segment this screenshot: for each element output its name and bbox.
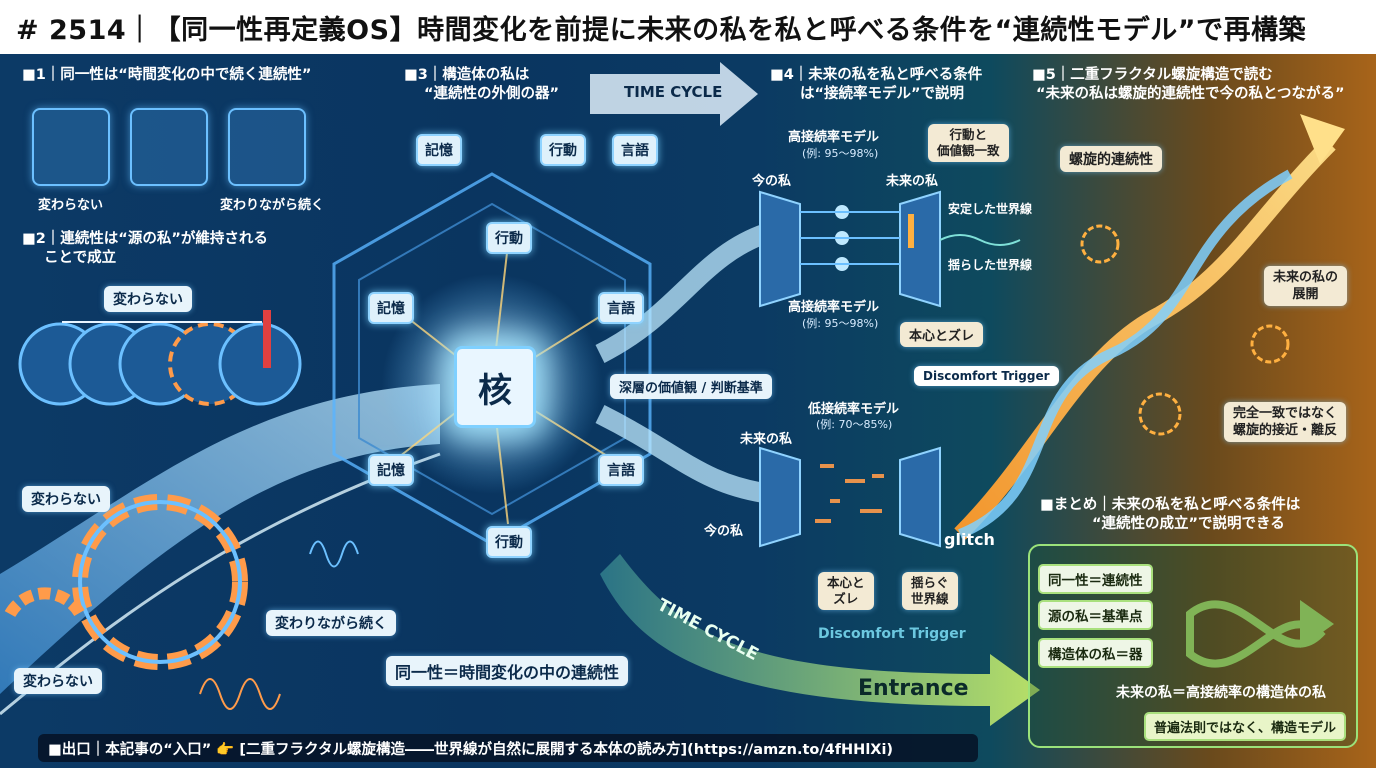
knot-symbol	[1186, 600, 1326, 668]
discomfort-trigger-2: Discomfort Trigger	[818, 626, 966, 642]
label-unchanged-c: 変わらない	[22, 486, 110, 512]
shaken-worldline-label: 揺らした世界線	[948, 258, 1033, 272]
core-node: 核	[454, 346, 536, 428]
footer-bar[interactable]: ■出口｜本記事の“入口” 👉 [二重フラクタル螺旋構造――世界線が自然に展開する…	[38, 734, 978, 762]
low-example: (例: 70〜85%)	[816, 418, 893, 431]
future-unfold-box: 未来の私の展開	[1264, 266, 1348, 306]
background-graphics	[0, 62, 1345, 726]
inner-action-top-box: 行動	[486, 222, 532, 254]
footer-link[interactable]: ■出口｜本記事の“入口” 👉 [二重フラクタル螺旋構造――世界線が自然に展開する…	[48, 741, 894, 758]
section-2-heading: ■2｜連続性は“源の私”が維持される ことで成立	[22, 231, 268, 266]
inner-memory-box-1: 記憶	[368, 292, 414, 324]
title-bar: # 2514｜【同一性再定義OS】時間変化を前提に未来の私を私と呼べる条件を“連…	[0, 0, 1376, 54]
outer-memory-box: 記憶	[416, 134, 462, 166]
label-continuing-b: 変わりながら続く	[266, 610, 396, 636]
continuity-circles	[18, 310, 302, 406]
summary-item-2: 源の私＝基準点	[1038, 600, 1153, 630]
section-4-heading: ■4｜未来の私を私と呼べる条件 は“接続率モデル”で説明	[770, 67, 983, 102]
flower-pattern-icon	[130, 108, 208, 186]
label-continuing-a: 変わりながら続く	[220, 198, 325, 213]
not-perfect-box: 完全一致ではなく螺旋的接近・離反	[1224, 402, 1347, 442]
summary-item-1: 同一性＝連続性	[1038, 564, 1153, 594]
identity-caption: 同一性＝時間変化の中の連続性	[386, 656, 629, 686]
now-self-label-1: 今の私	[752, 174, 792, 189]
label-unchanged-d: 変わらない	[14, 668, 102, 694]
core-gap-box-2: 本心とズレ	[818, 572, 874, 610]
entrance-label: Entrance	[858, 676, 969, 701]
outer-language-box: 言語	[612, 134, 658, 166]
inner-memory-box-2: 記憶	[368, 454, 414, 486]
discomfort-trigger-box: Discomfort Trigger	[914, 366, 1059, 386]
page-title: # 2514｜【同一性再定義OS】時間変化を前提に未来の私を私と呼べる条件を“連…	[16, 14, 1307, 46]
inner-language-box-1: 言語	[598, 292, 644, 324]
section-1-heading: ■1｜同一性は“時間変化の中で続く連続性”	[22, 67, 312, 83]
high-example-2: (例: 95〜98%)	[802, 317, 879, 330]
high-model-label-1: 高接続率モデル	[788, 130, 880, 145]
time-cycle-arrow-top	[590, 62, 758, 126]
future-self-label-2: 未来の私	[740, 432, 793, 447]
action-values-box: 行動と価値観一致	[928, 124, 1009, 162]
now-self-label-2: 今の私	[704, 524, 744, 539]
flow-stream	[0, 384, 440, 694]
time-cycle-top-label: TIME CYCLE	[624, 83, 723, 101]
summary-item-3: 構造体の私＝器	[1038, 638, 1153, 668]
spiral-continuity-label: 螺旋的連続性	[1060, 146, 1162, 172]
deep-values-label: 深層の価値観 / 判断基準	[610, 374, 772, 399]
inner-language-box-2: 言語	[598, 454, 644, 486]
future-self-label-1: 未来の私	[886, 174, 939, 189]
wave-icon	[228, 108, 306, 186]
label-unchanged-a: 変わらない	[38, 198, 104, 213]
label-unchanged-b: 変わらない	[104, 286, 192, 312]
outer-action-box: 行動	[540, 134, 586, 166]
helix-strand-b	[958, 169, 1293, 539]
shaking-worldline-box: 揺らぐ世界線	[902, 572, 958, 610]
section-5-heading: ■5｜二重フラクタル螺旋構造で読む “未来の私は螺旋的連続性で今の私とつながる”	[1032, 67, 1345, 102]
time-cycle-arrow-bottom	[600, 554, 1040, 726]
unchanged-diamond-icon	[32, 108, 110, 186]
section-3-heading: ■3｜構造体の私は “連続性の外側の器”	[404, 67, 560, 102]
summary-conclusion: 未来の私＝高接続率の構造体の私	[1116, 685, 1326, 701]
stable-worldline-label: 安定した世界線	[948, 202, 1033, 216]
summary-note: 普遍法則ではなく、構造モデル	[1144, 712, 1347, 741]
low-model-label: 低接続率モデル	[808, 402, 900, 417]
summary-heading: ■まとめ｜未来の私を私と呼べる条件は “連続性の成立”で説明できる	[1040, 497, 1301, 532]
core-gap-box: 本心とズレ	[900, 322, 984, 347]
high-model-label-2: 高接続率モデル	[788, 300, 880, 315]
inner-action-bottom-box: 行動	[486, 526, 532, 558]
high-example-1: (例: 95〜98%)	[802, 147, 879, 160]
glitch-label: glitch	[944, 530, 995, 549]
